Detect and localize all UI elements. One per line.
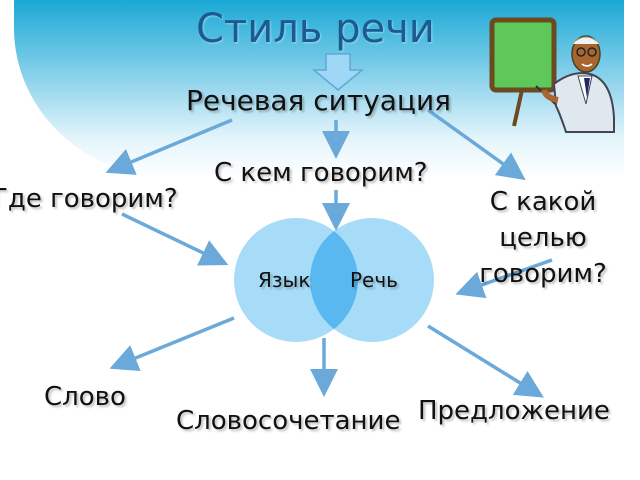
teacher-at-board-icon bbox=[489, 17, 615, 133]
with-whom-label: С кем говорим? bbox=[214, 158, 428, 188]
page-title: Стиль речи bbox=[196, 6, 435, 52]
phrase-label: Словосочетание bbox=[176, 406, 401, 436]
arrow-situation-to-where bbox=[105, 118, 233, 175]
word-label: Слово bbox=[44, 382, 126, 412]
arrow-center-to-sentence bbox=[427, 324, 544, 398]
arrow-purpose-to-center bbox=[455, 258, 553, 299]
where-label: Где говорим? bbox=[0, 184, 178, 214]
speech-label: Речь bbox=[350, 268, 398, 292]
arrow-situation-to-purpose bbox=[426, 108, 526, 181]
venn-overlap bbox=[310, 218, 358, 342]
sentence-label: Предложение bbox=[418, 396, 610, 426]
speech-situation-label: Речевая ситуация bbox=[186, 84, 452, 117]
arrow-center-to-word bbox=[109, 316, 235, 372]
arrow-where-to-center bbox=[121, 212, 229, 266]
block-arrow-down-icon bbox=[311, 53, 365, 91]
purpose-label: С какой целью говорим? bbox=[479, 187, 607, 289]
language-label: Язык bbox=[258, 268, 311, 292]
